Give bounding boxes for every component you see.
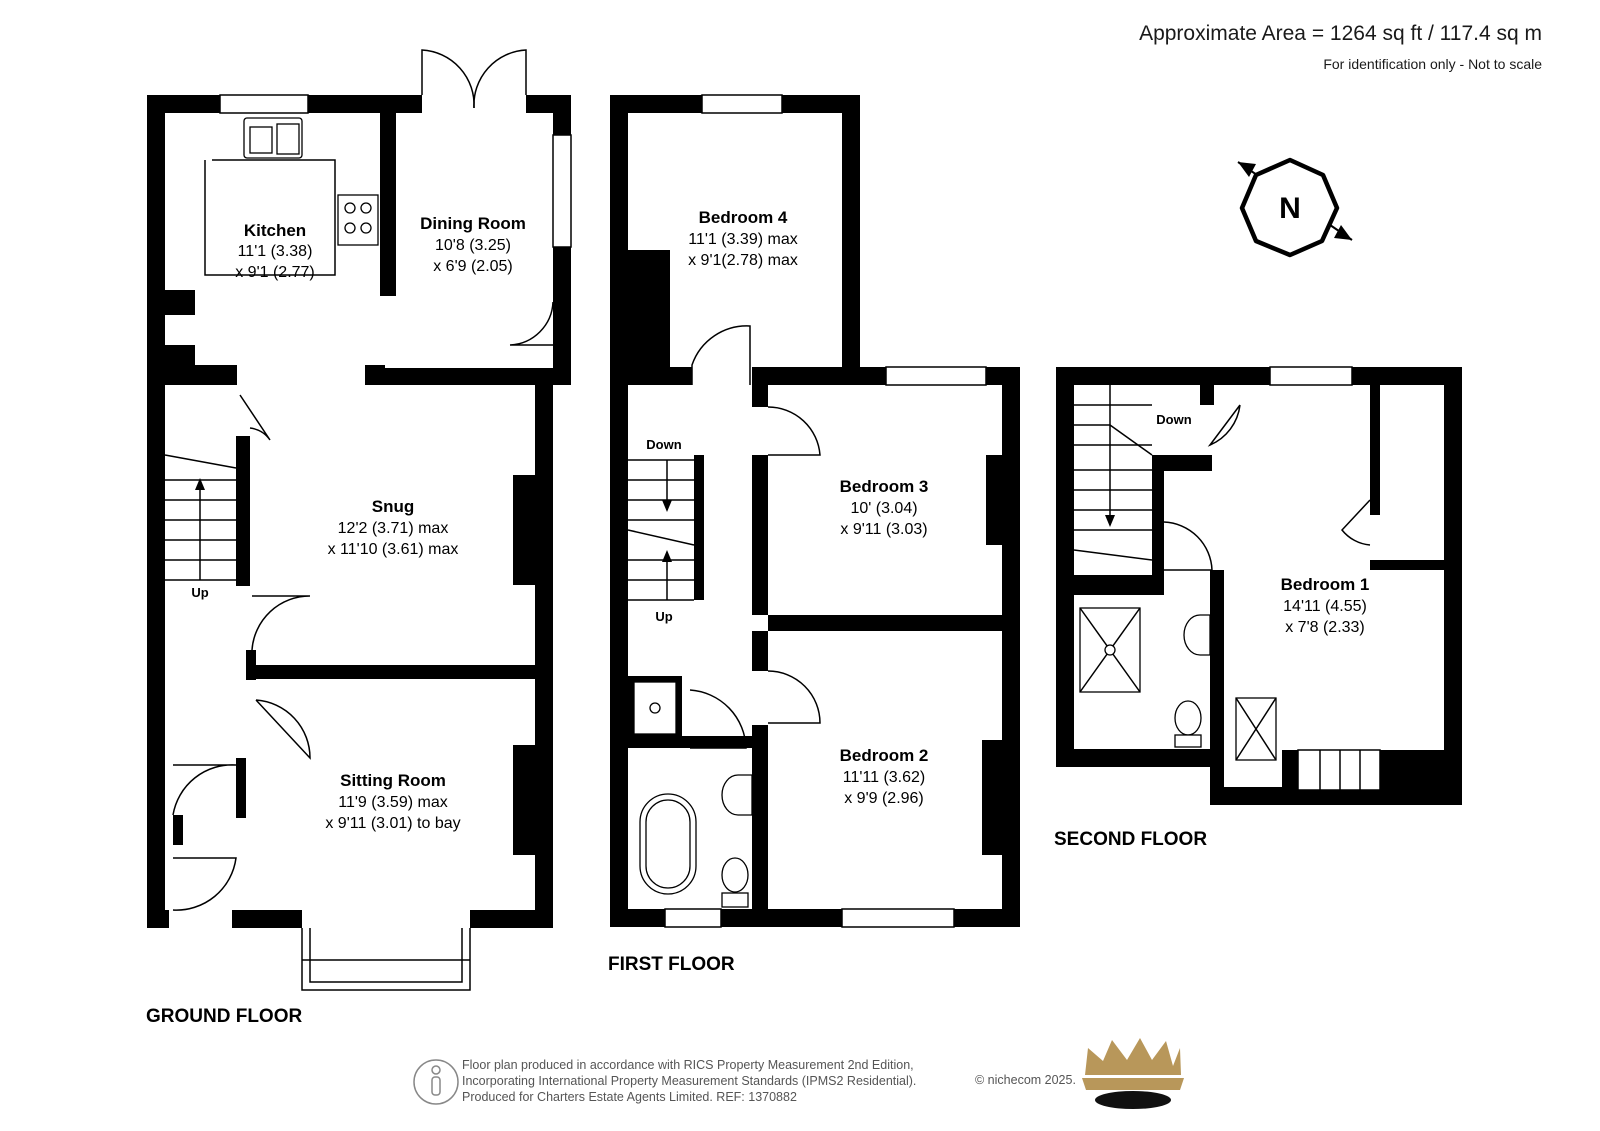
kitchen-fittings — [204, 117, 379, 276]
compass-north-icon: N — [1237, 157, 1353, 258]
room-name: Dining Room — [420, 214, 526, 233]
room-dimension: 12'2 (3.71) max — [338, 520, 449, 537]
footer-line: Produced for Charters Estate Agents Limi… — [462, 1090, 797, 1104]
room-name: Bedroom 2 — [840, 746, 929, 765]
room-dimension: x 9'11 (3.03) — [840, 521, 927, 538]
footer-line: Floor plan produced in accordance with R… — [462, 1058, 914, 1072]
second-floor-plan: Bedroom 1 14'11 (4.55) x 7'8 (2.33) Down… — [1054, 366, 1462, 850]
approximate-area: Approximate Area = 1264 sq ft / 117.4 sq… — [1139, 22, 1542, 45]
room-dimension: x 7'8 (2.33) — [1285, 619, 1365, 636]
room-name: Snug — [372, 497, 415, 516]
room-dimension: 10' (3.04) — [850, 500, 917, 517]
room-dimension: 11'9 (3.59) max — [338, 794, 447, 811]
room-dimension: x 11'10 (3.61) max — [328, 541, 459, 558]
room-dimension: 10'8 (3.25) — [435, 237, 511, 254]
second-stairs — [1073, 385, 1153, 561]
floor-label: FIRST FLOOR — [608, 954, 735, 975]
room-dimension: x 9'9 (2.96) — [844, 790, 924, 807]
ground-stairs — [164, 454, 237, 581]
floor-label: GROUND FLOOR — [146, 1006, 302, 1027]
first-floor-plan: Bedroom 4 11'1 (3.39) max x 9'1(2.78) ma… — [608, 94, 1020, 975]
room-name: Bedroom 3 — [840, 477, 929, 496]
ground-floor-plan: Kitchen 11'1 (3.38) x 9'1 (2.77) Dining … — [146, 49, 572, 1027]
room-name: Bedroom 1 — [1281, 575, 1370, 594]
first-stairs — [627, 459, 695, 601]
footer-credit: © nichecom 2025. — [975, 1073, 1076, 1087]
room-dimension: 11'1 (3.39) max — [688, 231, 797, 248]
room-dimension: x 9'1(2.78) max — [688, 252, 798, 269]
room-dimension: 11'1 (3.38) — [238, 243, 313, 260]
shower-room-fittings — [1079, 607, 1211, 748]
room-name: Kitchen — [244, 221, 306, 240]
floor-label: SECOND FLOOR — [1054, 829, 1207, 850]
stairs-down-label: Down — [646, 437, 681, 452]
rics-icon — [413, 1059, 459, 1105]
compass-label: N — [1279, 192, 1301, 225]
room-dimension: 11'11 (3.62) — [843, 769, 926, 786]
room-dimension: x 6'9 (2.05) — [433, 258, 513, 275]
crown-logo — [1082, 1038, 1184, 1109]
footer-line: Incorporating International Property Mea… — [462, 1074, 917, 1088]
room-dimension: x 9'1 (2.77) — [235, 264, 315, 281]
scale-note: For identification only - Not to scale — [1323, 56, 1542, 72]
stairs-up-label: Up — [655, 609, 672, 624]
room-dimension: 14'11 (4.55) — [1283, 598, 1367, 615]
footer-disclaimer: Floor plan produced in accordance with R… — [462, 1057, 916, 1105]
room-dimension: x 9'11 (3.01) to bay — [325, 815, 460, 832]
stairs-label: Up — [191, 585, 208, 600]
room-name: Bedroom 4 — [699, 208, 788, 227]
bathroom-fittings — [639, 774, 753, 908]
room-name: Sitting Room — [340, 771, 446, 790]
stairs-down-label: Down — [1156, 412, 1191, 427]
